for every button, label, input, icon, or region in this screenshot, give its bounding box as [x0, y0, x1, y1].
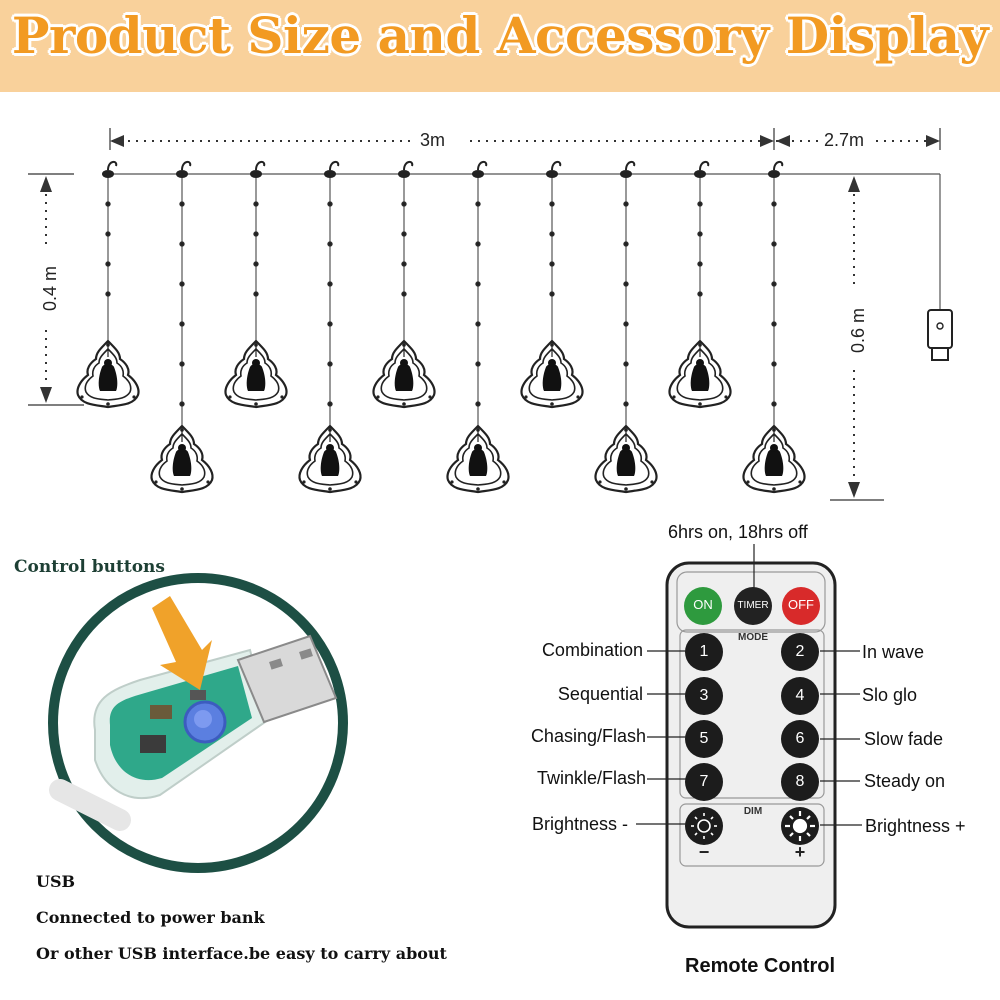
tree-ornament [224, 339, 288, 409]
on-button[interactable]: ON [693, 597, 713, 612]
mode-label: MODE [738, 632, 768, 643]
mode-button-3[interactable]: 3 [699, 687, 709, 704]
width-main-label: 3m [420, 130, 446, 150]
strand-10 [771, 174, 777, 425]
label-combination: Combination [541, 640, 643, 660]
strand-2 [179, 174, 185, 425]
dim-minus: − [698, 842, 710, 862]
mode-button-5[interactable]: 5 [699, 730, 709, 747]
tree-ornament [594, 424, 658, 494]
pointer-arrow-icon [152, 596, 212, 690]
tree-ornament [150, 424, 214, 494]
strand-7 [549, 174, 555, 340]
usb-line3: Or other USB interface.be easy to carry … [36, 944, 447, 963]
strand-3 [253, 174, 259, 340]
curtain-diagram [28, 128, 953, 501]
timer-note: 6hrs on, 18hrs off [668, 522, 808, 542]
label-brightness-plus: Brightness + [865, 816, 966, 836]
control-buttons-title: Control buttons [14, 557, 165, 577]
off-button[interactable]: OFF [788, 597, 814, 612]
label-chasing-flash: Chasing/Flash [530, 726, 646, 746]
banner: Product Size and Accessory Display [0, 0, 1000, 92]
label-sequential: Sequential [557, 684, 643, 704]
mode-button-1[interactable]: 1 [699, 643, 709, 660]
strand-8 [623, 174, 629, 425]
dim-label: DIM [743, 806, 763, 817]
strand-1 [105, 174, 111, 340]
brightness-down-button[interactable] [685, 807, 723, 845]
width-cable-label: 2.7m [824, 130, 865, 150]
strand-9 [697, 174, 703, 340]
dim-plus: + [794, 842, 806, 862]
strand-4 [327, 174, 333, 425]
label-steady-on: Steady on [864, 771, 946, 791]
mode-button-4[interactable]: 4 [795, 687, 805, 704]
timer-button[interactable]: TIMER [737, 600, 769, 611]
tree-ornament [76, 339, 140, 409]
mode-button-7[interactable]: 7 [699, 773, 709, 790]
mode-button-6[interactable]: 6 [795, 730, 805, 747]
height-short-label: 0.4 m [40, 265, 61, 312]
label-slow-fade: Slow fade [864, 729, 944, 749]
mode-button-8[interactable]: 8 [795, 773, 805, 790]
mode-button-2[interactable]: 2 [795, 643, 805, 660]
tree-ornament [446, 424, 510, 494]
banner-title: Product Size and Accessory Display [11, 6, 989, 65]
usb-line2: Connected to power bank [36, 908, 265, 927]
tree-ornament [668, 339, 732, 409]
tree-ornament [298, 424, 362, 494]
strand-5 [401, 174, 407, 340]
tree-ornament [520, 339, 584, 409]
label-in-wave: In wave [862, 642, 925, 662]
remote-caption: Remote Control [685, 955, 835, 977]
label-brightness-minus: Brightness - [531, 814, 628, 834]
tree-ornament [742, 424, 806, 494]
label-slo-glo: Slo glo [862, 685, 918, 705]
usb-line1: USB [36, 872, 76, 891]
strand-6 [475, 174, 481, 425]
tree-ornament [372, 339, 436, 409]
height-long-label: 0.6 m [848, 307, 869, 354]
brightness-up-button[interactable] [781, 807, 819, 845]
label-twinkle-flash: Twinkle/Flash [536, 768, 646, 788]
